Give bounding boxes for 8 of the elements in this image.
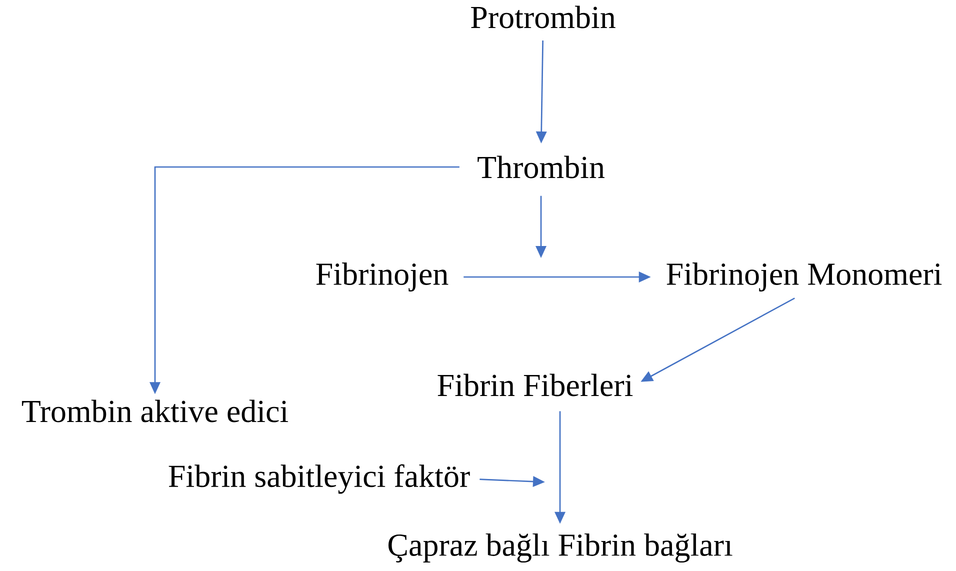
- step-label: Fibrinojen: [316, 262, 448, 292]
- step-label: Fibrin sabitleyici faktör: [168, 464, 470, 494]
- step-label: Protrombin: [471, 6, 616, 28]
- step-label: Thrombin: [478, 156, 605, 178]
- step-label: Fibrin Fiberleri: [438, 374, 633, 396]
- step-label: Trombin aktive edici: [22, 400, 288, 422]
- step-label: Çapraz bağlı Fibrin bağları: [388, 533, 732, 563]
- step-label: Fibrinojen Monomeri: [666, 262, 942, 292]
